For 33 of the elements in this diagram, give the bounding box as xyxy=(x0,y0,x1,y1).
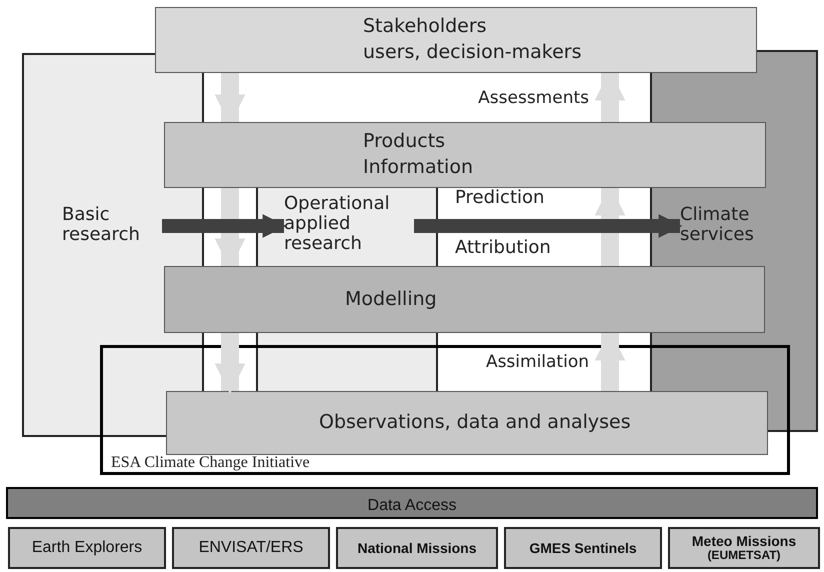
column-label: Operational applied research xyxy=(284,194,391,254)
mission-box xyxy=(668,527,820,569)
arrow xyxy=(162,214,286,238)
arrow xyxy=(214,333,246,394)
band-label: Products xyxy=(363,129,446,154)
process-band xyxy=(164,266,765,333)
mission-label: Meteo Missions xyxy=(692,533,796,550)
column-label: Climate services xyxy=(680,205,755,245)
mission-box xyxy=(504,527,662,569)
band-label: Observations, data and analyses xyxy=(319,410,631,436)
process-band xyxy=(164,122,766,188)
process-band xyxy=(155,7,757,73)
data-access-bar xyxy=(6,487,818,519)
mission-label: National Missions xyxy=(357,540,477,556)
mission-box xyxy=(172,527,330,569)
column-label: Basic research xyxy=(62,205,141,245)
band-label: users, decision-makers xyxy=(363,40,582,65)
mission-label: ENVISAT/ERS xyxy=(198,538,304,558)
band-label: Stakeholders xyxy=(363,14,487,40)
initiative-outline xyxy=(100,345,790,475)
bar-label: Data Access xyxy=(368,496,456,516)
mission-box xyxy=(336,527,498,569)
process-band xyxy=(166,391,768,455)
initiative-label: ESA Climate Change Initiative xyxy=(111,452,310,472)
band-label: Modelling xyxy=(345,286,437,312)
arrow xyxy=(414,214,682,238)
column-label: Prediction xyxy=(455,188,544,208)
column-label: Attribution xyxy=(455,238,551,258)
mission-label: (EUMETSAT) xyxy=(707,549,781,563)
band-label: Information xyxy=(363,155,473,180)
mission-label: Earth Explorers xyxy=(32,538,142,558)
mission-label: GMES Sentinels xyxy=(529,540,637,556)
mission-box xyxy=(8,527,166,569)
